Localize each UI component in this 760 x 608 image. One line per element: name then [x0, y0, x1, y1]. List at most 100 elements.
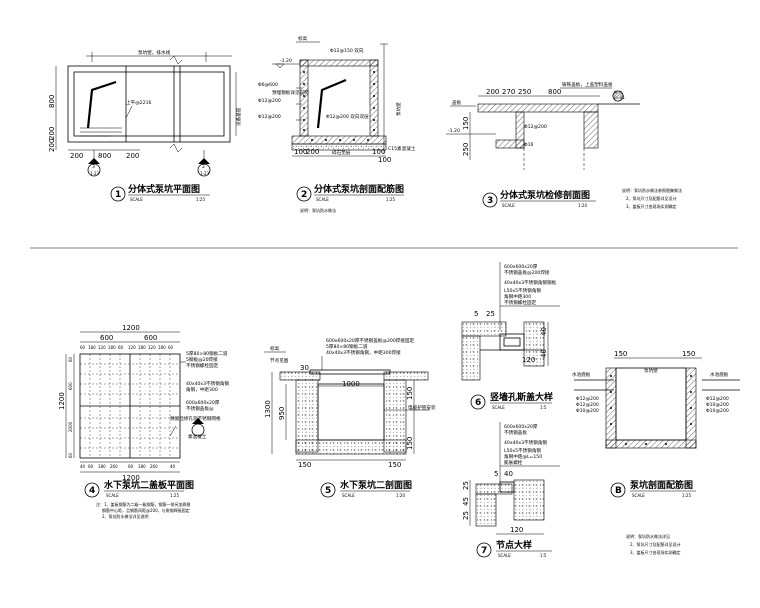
d4-bottom-dim: 1200: [122, 474, 140, 482]
d1-sec-a-num: 3: [92, 164, 95, 170]
d4-foot-2: 2、泵坑防水做法详见说明: [102, 513, 149, 519]
svg-text:60: 60: [88, 464, 94, 469]
d4-foot-0: 注：1、盖板钢筋为二级一级钢筋，钢筋一排另加两根: [96, 501, 191, 507]
drawing-5-section: 标高 节点见图 600x600x20厚不锈钢盖板@200焊接固定 5厚80×80…: [264, 337, 436, 498]
d4-foot-1: 钢筋中心距，且钢筋间距@200，与角钢焊接固定: [102, 507, 190, 513]
d6-dim-4: 40: [540, 349, 548, 358]
d1-dim-left-2: 200: [48, 139, 56, 152]
svg-text:260: 260: [150, 464, 158, 469]
d4-top-dim-1: 600: [100, 334, 113, 342]
d6-dim-0: 5: [474, 310, 478, 318]
d4-callout-2: 不锈钢螺栓固定: [186, 362, 219, 369]
d8-right-rebar-2: Φ10@200: [706, 408, 729, 414]
d8-left-rebar-1: Φ12@200: [576, 402, 599, 408]
d4-scale: 1:25: [170, 493, 179, 498]
d7-title-num: 7: [481, 546, 487, 556]
drawing-3-section: 200 270 250 800 铸铁盖板，上盖塑料盖板 标志 BG01 盖板 Φ…: [446, 81, 682, 209]
d4-callout-7: 预留检修孔洞不锈钢网格: [170, 415, 221, 422]
d4-left-dim-4: 60: [68, 452, 73, 458]
svg-text:260: 260: [110, 464, 118, 469]
d2-right-label: 泵坑壁: [395, 102, 402, 116]
d8-note-0: 说明：泵坑防水做法详见: [626, 533, 670, 539]
d4-left-dim-3: 2000: [68, 421, 73, 432]
d2-bottom-0: 100: [294, 148, 307, 156]
drawing-1-plan: 泵坑壁，排水线 上平@2216 800 200 200 设备基座 200 800…: [48, 49, 242, 202]
svg-text:180: 180: [138, 464, 146, 469]
d6-dim-1: 25: [486, 310, 495, 318]
d8-title: 泵坑剖面配筋图: [630, 479, 693, 491]
d4-callout-0: 5厚80×80钢板二道: [186, 350, 228, 357]
svg-text:180: 180: [138, 345, 146, 350]
d5-right-note: 电缆护管安装: [408, 404, 436, 411]
d3-title-num: 3: [487, 196, 493, 206]
d5-level-label: 标高: [270, 345, 280, 352]
d5-top-callout-1: 5厚80×80钢板二道: [326, 343, 368, 350]
d4-left-dim-2: 600: [68, 382, 73, 390]
d6-scale-label: SCALE: [492, 405, 505, 410]
d8-top-label: 泵坑壁: [644, 367, 658, 374]
d4-scale-label: SCALE: [106, 493, 119, 498]
d2-left-note: 预埋钢板详见说明: [272, 89, 309, 96]
d2-dim-right: 100: [378, 156, 391, 164]
d3-scale-label: SCALE: [502, 203, 515, 208]
svg-text:60: 60: [80, 345, 86, 350]
drawing-b-section-rebar: 150 150 泵坑壁 水池底板 水池底板 Φ12@200 Φ12@200 Φ1…: [572, 350, 740, 555]
d1-sec-a-sub: 1-23: [90, 171, 100, 176]
d1-dim-left-1: 200: [48, 127, 56, 140]
d2-rebar-dots: [303, 71, 375, 141]
d1-top-label: 泵坑壁，排水线: [138, 49, 171, 56]
d8-note-2: 3、盖板尺寸由现场实测确定: [630, 549, 681, 555]
d3-note-0: 说明：泵坑防水做法参照图集做法: [622, 187, 682, 193]
d1-dim-bottom-2: 200: [126, 152, 139, 160]
d2-mid-rebar: Φ12@200 双向双层: [326, 113, 369, 120]
d6-callout-1: 不锈钢盖板@200焊接: [504, 269, 550, 276]
d8-left-label: 水池底板: [572, 371, 591, 378]
d4-title-num: 4: [89, 486, 95, 496]
svg-text:180: 180: [88, 345, 96, 350]
d4-grid: [80, 354, 180, 458]
d1-scale-label: SCALE: [130, 197, 143, 202]
d3-top-dim-0: 200: [486, 88, 499, 96]
svg-text:120: 120: [128, 345, 136, 350]
d5-top-callout-2: 40x40x3不锈钢角钢，中距300焊接: [326, 349, 401, 356]
d2-title-num: 2: [301, 190, 307, 200]
d2-bottom-1: 200: [306, 148, 319, 156]
d5-left-dim-1: 950: [278, 407, 286, 420]
d1-dim-bottom-0: 200: [70, 152, 83, 160]
d5-bottom-dim-0: 150: [298, 461, 311, 469]
d3-left-dim-0: 150: [462, 117, 470, 130]
d4-callout-6: 不锈钢盖板@: [186, 405, 214, 412]
d7-scale: 1:5: [540, 553, 547, 558]
d7-dim-0: 5: [494, 470, 498, 478]
d8-top-dim-0: 150: [614, 350, 627, 358]
d6-callout-3: L50x5不锈钢角钢: [504, 287, 541, 294]
d3-note-1: 2、泵坑尺寸及配筋详见设计: [626, 195, 677, 201]
svg-text:120: 120: [98, 345, 106, 350]
d2-top-rebar: Φ12@150 双向: [330, 47, 364, 54]
drawing-7-detail: 600x600x20厚 不锈钢盖板 40x40x3不锈钢角钢 L50x5不锈钢角…: [462, 422, 560, 558]
d3-scale: 1:20: [578, 203, 587, 208]
d5-scale: 1:20: [396, 493, 405, 498]
d3-note-2: 3、盖板尺寸由现场实测确定: [626, 203, 677, 209]
d4-top-dim-0: 1200: [122, 324, 140, 332]
d1-dim-left-0: 800: [48, 95, 56, 108]
d8-scale-label: SCALE: [632, 493, 645, 498]
d7-dim-2: 25: [462, 481, 470, 490]
d6-callout-0: 600x600x20厚: [504, 264, 538, 270]
svg-text:180: 180: [108, 345, 116, 350]
d5-bottom-dim-1: 150: [388, 461, 401, 469]
d2-footnote: 说明：泵坑防水做法: [300, 207, 336, 213]
d4-callout-5: 600x600x20厚: [186, 400, 220, 406]
d4-left-dim-1: 60: [68, 356, 73, 362]
drawing-6-detail: 600x600x20厚 不锈钢盖板@200焊接 40x40x3不锈钢角钢钢板 L…: [461, 262, 560, 410]
d6-dim-2: 120: [522, 356, 535, 364]
d3-rebar2: Φ16: [524, 142, 534, 148]
d1-sec-b-sub: 1-23: [200, 171, 210, 176]
d6-dim-3: 40: [540, 327, 548, 336]
d7-dim-1: 40: [504, 470, 513, 478]
d3-top-note: 铸铁盖板，上盖塑料盖板: [562, 81, 613, 88]
d8-right-rebar-0: Φ12@200: [706, 396, 729, 402]
d1-title-num: 1: [115, 190, 121, 200]
d7-title: 节点大样: [496, 539, 532, 551]
d3-badge-code: BG01: [614, 95, 625, 100]
